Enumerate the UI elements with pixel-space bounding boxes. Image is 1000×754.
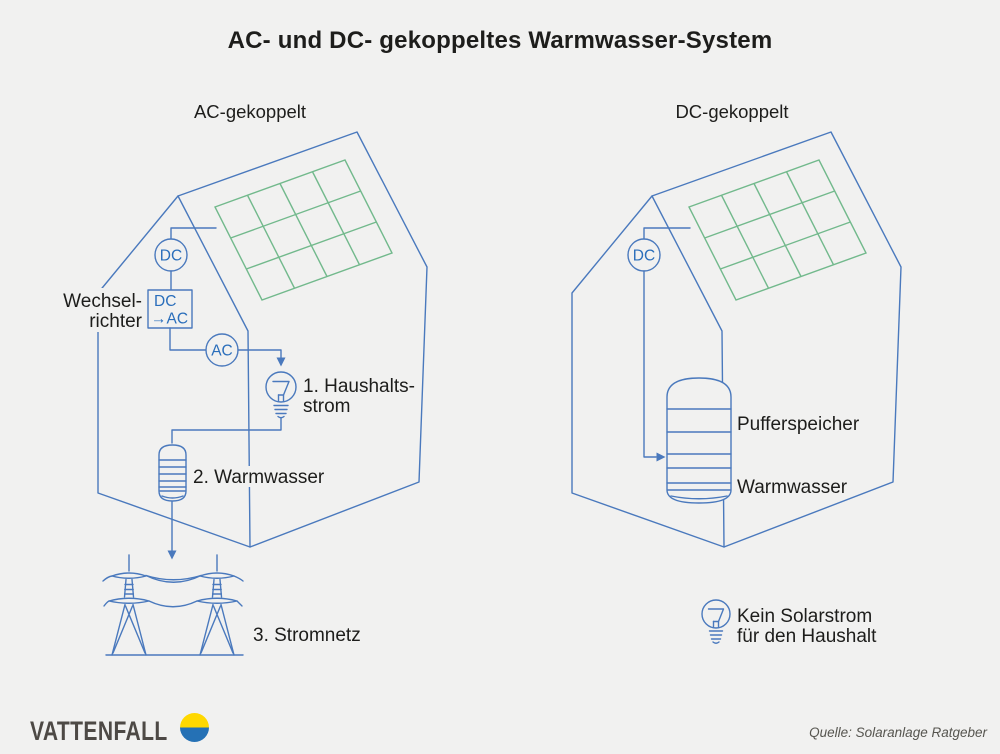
buffer-tank-label: Pufferspeicher: [737, 414, 860, 435]
water-tank-icon-left: [158, 444, 187, 502]
source-credit: Quelle: Solaranlage Ratgeber: [809, 725, 987, 740]
inverter-label-line1: Wechsel-: [63, 291, 142, 312]
arrow-down-to-grid: [167, 550, 177, 560]
step1-label-line2: strom: [303, 396, 351, 417]
solar-panel-icon-left: [214, 159, 393, 301]
wire-inverter-to-ac: [169, 327, 207, 351]
lightbulb-icon-left: [265, 371, 297, 419]
dc-badge-left: DC: [160, 248, 182, 265]
wire-panel-to-dc-left: [170, 227, 217, 240]
wire-dc-to-tank: [643, 270, 657, 458]
page-title: AC- und DC- gekoppeltes Warmwasser-Syste…: [227, 27, 773, 54]
arrow-right-to-tank: [656, 452, 666, 462]
ac-badge: AC: [211, 343, 233, 360]
dc-badge-right: DC: [633, 248, 655, 265]
vattenfall-logo-icon: [180, 713, 209, 742]
inverter-label-bg: [52, 288, 147, 332]
step1-label-line1: 1. Haushalts-: [303, 376, 415, 397]
power-lines: [102, 574, 244, 656]
inverter-box-line1: DC: [154, 293, 176, 310]
heading-ac-coupled: AC-gekoppelt: [193, 101, 307, 122]
water-tank-icon-right: [666, 377, 732, 504]
transmission-tower-icon: [108, 554, 150, 656]
lightbulb-icon-right: [701, 599, 731, 644]
note-label-line1: Kein Solarstrom: [737, 606, 872, 627]
house-right-outline: [571, 131, 902, 548]
house-left-front-edge: [177, 195, 251, 548]
power-grid-icon: [102, 554, 244, 656]
solar-panel-icon-right: [688, 159, 867, 301]
note-label-line2: für den Haushalt: [737, 626, 877, 647]
heading-dc-coupled: DC-gekoppelt: [675, 101, 789, 122]
inverter-label-line2: richter: [89, 311, 142, 332]
step2-label: 2. Warmwasser: [193, 467, 325, 488]
step2-label-bg: [190, 466, 336, 487]
wire-panel-to-dc-right: [643, 227, 691, 240]
arrow-down-to-bulb: [276, 357, 286, 367]
step3-label: 3. Stromnetz: [253, 625, 361, 646]
wire-bulb-to-tank: [171, 417, 282, 444]
vattenfall-wordmark: VATTENFALL: [30, 716, 168, 746]
warm-water-label: Warmwasser: [737, 477, 848, 498]
inverter-box-line2: →AC: [151, 311, 188, 328]
wire-ac-to-bulb: [237, 349, 282, 359]
transmission-tower-icon: [196, 554, 238, 656]
